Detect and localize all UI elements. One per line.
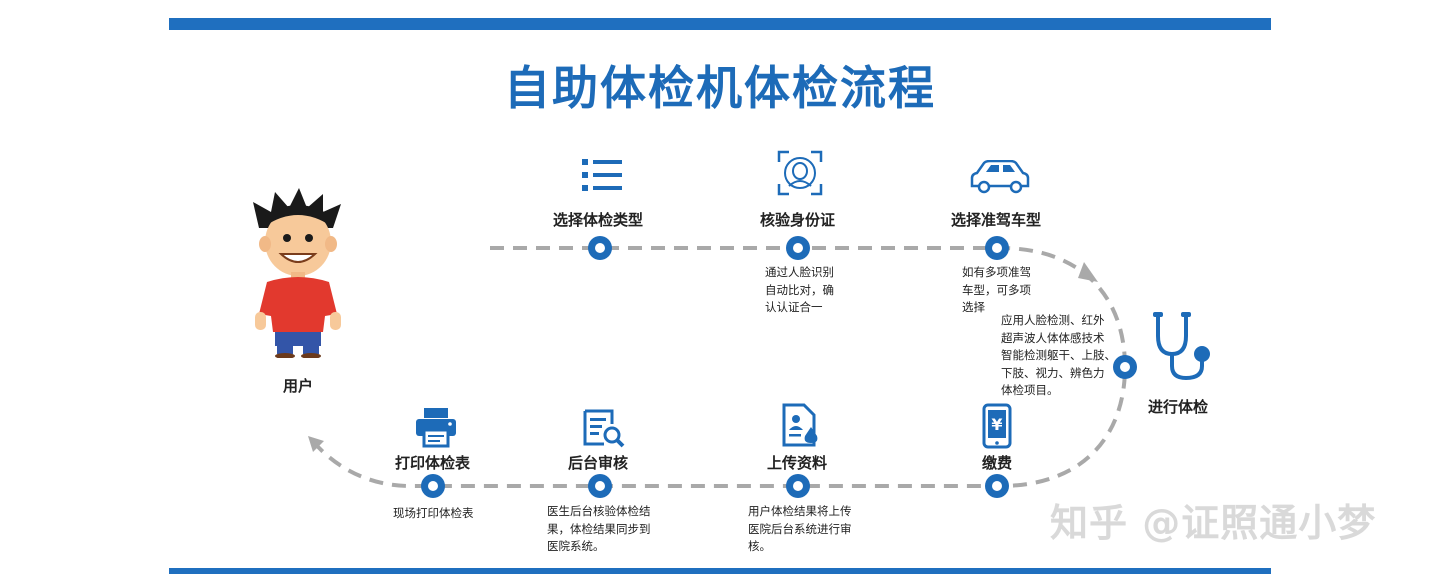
step-nodes (421, 236, 1137, 498)
step-select-car-note: 如有多项准驾 车型，可多项 选择 (962, 265, 1031, 314)
step-exam-label: 进行体检 (1148, 398, 1209, 416)
document-search-icon (583, 409, 625, 448)
node-review (588, 474, 612, 498)
watermark: 知乎 @证照通小梦 (1050, 501, 1377, 545)
stethoscope-icon (1153, 312, 1210, 381)
arrow-head-right (1078, 262, 1098, 282)
car-icon (970, 160, 1030, 194)
node-select-type (588, 236, 612, 260)
step-exam-note: 应用人脸检测、红外 超声波人体体感技术 智能检测躯干、上肢、 下肢、视力、辨色力… (1001, 313, 1116, 397)
step-select-type-label: 选择体检类型 (553, 211, 644, 229)
step-payment-label: 缴费 (982, 454, 1013, 472)
node-upload (786, 474, 810, 498)
svg-text:¥: ¥ (991, 415, 1002, 434)
face-scan-icon (777, 150, 823, 196)
step-verify-id-note: 通过人脸识别 自动比对，确 认认证合一 (765, 265, 834, 314)
top-accent-bar (169, 18, 1271, 30)
step-review-note: 医生后台核验体检结 果，体检结果同步到 医院系统。 (547, 504, 651, 553)
step-print-label: 打印体检表 (395, 454, 471, 472)
node-payment (985, 474, 1009, 498)
document-upload-icon (782, 403, 818, 447)
node-exam (1113, 355, 1137, 379)
phone-payment-icon: ¥ (982, 403, 1012, 449)
arrow-head-left (308, 436, 324, 452)
page-title: 自助体检机体检流程 (504, 61, 936, 115)
node-select-car (985, 236, 1009, 260)
user-avatar-icon (253, 188, 341, 358)
user-label: 用户 (283, 377, 314, 395)
step-upload-label: 上传资料 (767, 454, 828, 472)
step-verify-id-label: 核验身份证 (760, 211, 836, 229)
step-review-label: 后台审核 (568, 454, 629, 472)
step-print-note: 现场打印体检表 (393, 506, 474, 520)
node-verify-id (786, 236, 810, 260)
step-upload-note: 用户体检结果将上传 医院后台系统进行审 核。 (748, 504, 852, 553)
list-icon (582, 159, 622, 191)
node-print (421, 474, 445, 498)
bottom-accent-bar (169, 568, 1271, 574)
step-select-car-label: 选择准驾车型 (951, 211, 1042, 229)
printer-icon (416, 408, 456, 448)
